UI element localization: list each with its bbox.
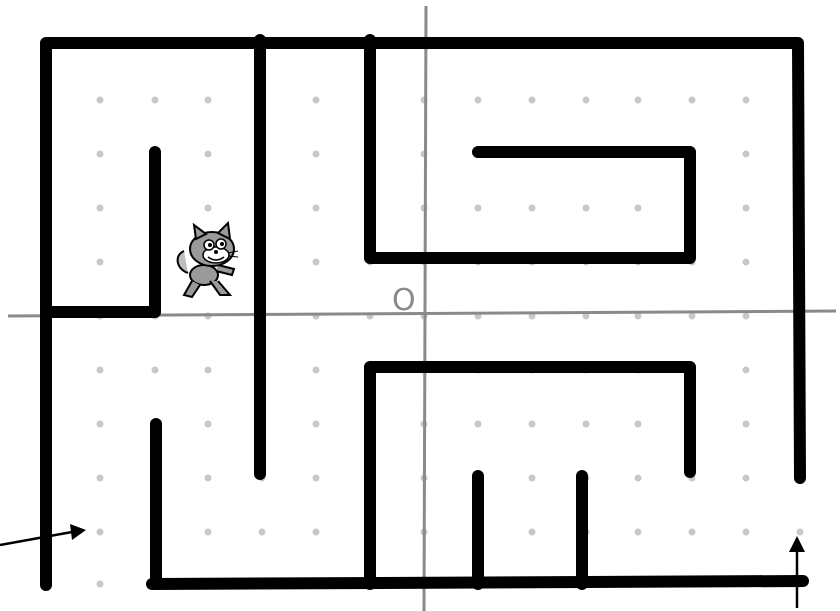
grid-dot xyxy=(97,475,104,482)
grid-dot xyxy=(689,313,696,320)
grid-dot xyxy=(97,421,104,428)
grid-dot xyxy=(313,421,320,428)
grid-dot xyxy=(635,529,642,536)
grid-dot xyxy=(313,97,320,104)
grid-dot xyxy=(97,97,104,104)
grid-dot xyxy=(205,421,212,428)
grid-dot xyxy=(635,205,642,212)
y-axis xyxy=(424,6,426,611)
grid-dot xyxy=(205,97,212,104)
grid-dot xyxy=(583,97,590,104)
grid-dots xyxy=(97,97,804,588)
grid-dot xyxy=(743,259,750,266)
grid-dot xyxy=(205,367,212,374)
grid-dot xyxy=(313,475,320,482)
grid-dot xyxy=(635,421,642,428)
grid-dot xyxy=(152,367,159,374)
grid-dot xyxy=(152,97,159,104)
grid-dot xyxy=(313,151,320,158)
wall-left-pocket xyxy=(50,152,155,312)
grid-dot xyxy=(97,259,104,266)
grid-dot xyxy=(97,151,104,158)
grid-dot xyxy=(529,475,536,482)
grid-dot xyxy=(313,367,320,374)
grid-dot xyxy=(635,97,642,104)
grid-dot xyxy=(529,97,536,104)
grid-dot xyxy=(97,581,104,588)
grid-dot xyxy=(689,97,696,104)
grid-dot xyxy=(97,367,104,374)
grid-dot xyxy=(529,529,536,536)
wall-upper-s xyxy=(370,40,690,258)
grid-dot xyxy=(797,529,804,536)
grid-dot xyxy=(743,97,750,104)
grid-dot xyxy=(97,529,104,536)
grid-dot xyxy=(743,313,750,320)
grid-dot xyxy=(743,151,750,158)
grid-dot xyxy=(259,529,266,536)
grid-dot xyxy=(529,421,536,428)
grid-dot xyxy=(313,205,320,212)
scratch-cat-icon[interactable] xyxy=(178,223,238,297)
exit-arrow xyxy=(789,536,805,608)
grid-dot xyxy=(743,367,750,374)
grid-dot xyxy=(743,475,750,482)
grid-dot xyxy=(635,475,642,482)
grid-dot xyxy=(313,259,320,266)
grid-dot xyxy=(743,205,750,212)
grid-dot xyxy=(743,421,750,428)
grid-dot xyxy=(97,205,104,212)
origin-label: O xyxy=(392,283,416,318)
grid-dot xyxy=(743,529,750,536)
grid-dot xyxy=(205,475,212,482)
grid-dot xyxy=(205,529,212,536)
grid-dot xyxy=(583,205,590,212)
grid-dot xyxy=(583,421,590,428)
grid-dot xyxy=(313,529,320,536)
grid-dot xyxy=(205,205,212,212)
grid-dot xyxy=(689,529,696,536)
grid-dot xyxy=(475,205,482,212)
grid-dot xyxy=(205,151,212,158)
grid-dot xyxy=(475,421,482,428)
grid-dot xyxy=(475,97,482,104)
grid-dot xyxy=(529,205,536,212)
